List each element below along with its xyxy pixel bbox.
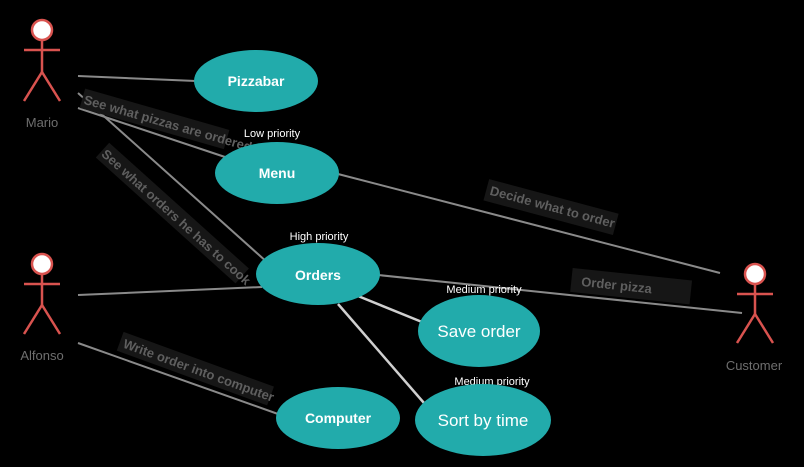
line-alfonso-computer bbox=[77, 342, 279, 415]
edge-label-text: Order pizza bbox=[581, 274, 654, 296]
priority-menu: Low priority bbox=[244, 128, 301, 140]
edge-label-text: Decide what to order bbox=[488, 183, 616, 231]
actor-head bbox=[743, 262, 767, 286]
usecase-label: Pizzabar bbox=[228, 73, 285, 89]
actor-customer bbox=[735, 262, 775, 344]
actor-name-customer: Customer bbox=[726, 358, 783, 373]
line-mario-orders bbox=[77, 92, 269, 264]
usecase-computer[interactable]: Computer bbox=[276, 387, 400, 449]
line-orders-sort-by-time bbox=[337, 303, 425, 404]
priority-save-order: Medium priority bbox=[446, 284, 522, 296]
usecase-save-order[interactable]: Save order bbox=[418, 295, 540, 367]
usecase-label: Sort by time bbox=[438, 411, 529, 430]
actor-alfonso bbox=[22, 252, 62, 335]
usecase-label: Save order bbox=[437, 322, 520, 341]
include-lines bbox=[337, 294, 425, 404]
edge-label-text: Write order into computer bbox=[121, 336, 276, 405]
line-mario-pizzabar bbox=[77, 75, 197, 82]
line-customer-menu bbox=[337, 173, 721, 274]
line-orders-save-order bbox=[357, 294, 423, 324]
actor-name-alfonso: Alfonso bbox=[20, 348, 63, 363]
usecase-label: Menu bbox=[259, 165, 296, 181]
usecase-pizzabar[interactable]: Pizzabar bbox=[194, 50, 318, 112]
line-customer-orders bbox=[377, 274, 743, 314]
edge-label-customer-orders: Order pizza bbox=[570, 267, 693, 305]
edge-label-alfonso-computer: Write order into computer bbox=[116, 331, 276, 406]
priority-orders: High priority bbox=[290, 231, 349, 243]
actor-name-mario: Mario bbox=[26, 115, 59, 130]
usecase-menu[interactable]: Menu bbox=[215, 142, 339, 204]
usecase-orders[interactable]: Orders bbox=[256, 243, 380, 305]
usecase-label: Computer bbox=[305, 410, 372, 426]
usecase-label: Orders bbox=[295, 267, 341, 283]
usecase-sort-by-time[interactable]: Sort by time bbox=[415, 384, 551, 456]
actor-head bbox=[30, 252, 54, 276]
edge-label-customer-menu: Decide what to order bbox=[483, 179, 619, 236]
actor-mario bbox=[22, 18, 62, 102]
association-lines bbox=[77, 75, 743, 415]
line-alfonso-orders bbox=[77, 286, 263, 296]
actor-head bbox=[30, 18, 54, 42]
